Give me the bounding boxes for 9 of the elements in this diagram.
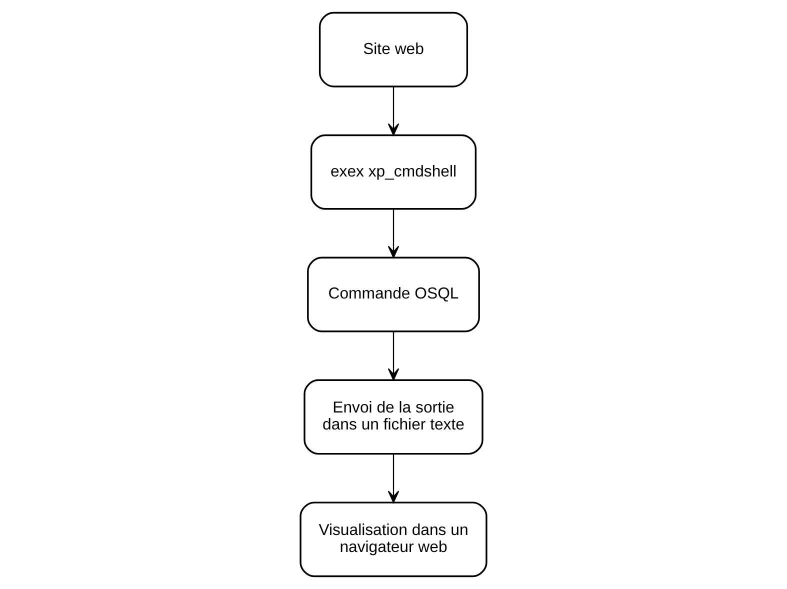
node-box: Commande OSQL [307, 256, 480, 332]
node-box: Site web [318, 12, 468, 88]
node-box: Visualisation dans un navigateur web [300, 502, 488, 578]
node-box: exex xp_cmdshell [310, 134, 477, 210]
arrow [388, 332, 400, 381]
arrow [388, 86, 400, 136]
arrow [388, 454, 400, 503]
node-box: Envoi de la sortie dans un fichier texte [304, 379, 484, 455]
arrow [388, 209, 400, 258]
